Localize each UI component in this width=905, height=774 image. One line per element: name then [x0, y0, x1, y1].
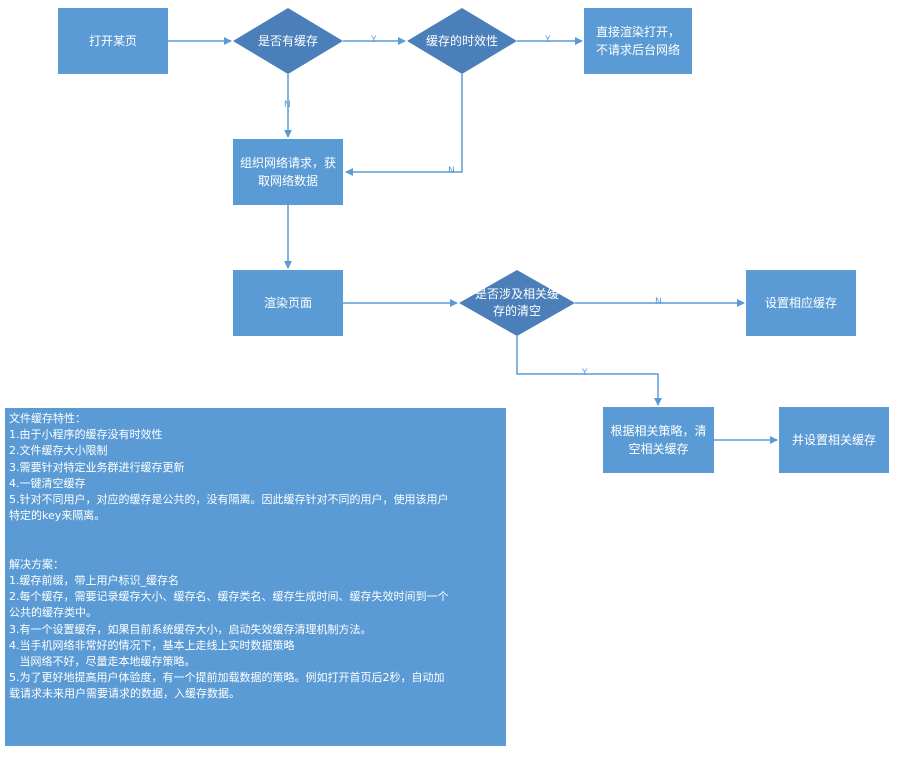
note-line: 特定的key来隔离。: [9, 509, 106, 523]
note-line: [9, 541, 502, 557]
decision-has-cache-shape: [233, 8, 343, 74]
edge-label-cache-no: N: [284, 100, 291, 110]
decision-cache-clear-label: 是否涉及相关缓存的清空: [474, 287, 559, 318]
edge-label-cache-yes: Y: [371, 35, 377, 45]
note-line: 3.有一个设置缓存，如果目前系统缓存大小，启动失效缓存清理机制方法。: [9, 622, 372, 636]
note-line: 4.一键清空缓存: [9, 476, 86, 490]
decision-cache-validity-shape: [407, 8, 517, 74]
note-line: 2.文件缓存大小限制: [9, 444, 108, 458]
node-open-page: 打开某页: [58, 8, 168, 74]
edge-label-clear-no: N: [655, 297, 662, 307]
edge-validity-to-fetch: [345, 74, 463, 176]
note-line: 当网络不好，尽量走本地缓存策略。: [9, 655, 196, 669]
note-line: 5.为了更好地提高用户体验度，有一个提前加载数据的策略。例如打开首页后2秒，自动…: [9, 671, 445, 685]
note-line: 1.由于小程序的缓存没有时效性: [9, 428, 163, 442]
edge-label-valid-no: N: [448, 166, 455, 176]
edge-label-valid-yes: Y: [545, 35, 551, 45]
node-clear-by-strategy: 根据相关策略，清空相关缓存: [603, 407, 714, 473]
note-line: 5.针对不同用户，对应的缓存是公共的，没有隔离。因此缓存针对不同的用户，使用该用…: [9, 493, 449, 507]
node-fetch-network: 组织网络请求，获取网络数据: [233, 139, 343, 205]
note-line: 解决方案：: [9, 557, 64, 571]
notes-panel: 文件缓存特性： 1.由于小程序的缓存没有时效性 2.文件缓存大小限制 3.需要针…: [5, 408, 506, 746]
note-line: 4.当手机网络非常好的情况下，基本上走线上实时数据策略: [9, 638, 295, 652]
node-set-cache: 设置相应缓存: [746, 270, 856, 336]
edge-clearq-to-strategy: [516, 336, 662, 406]
node-render-direct: 直接渲染打开，不请求后台网络: [584, 8, 692, 74]
note-line: 1.缓存前缀，带上用户标识_缓存名: [9, 574, 179, 587]
note-line: 公共的缓存类中。: [9, 606, 97, 620]
note-line: 载请求未来用户需要请求的数据，入缓存数据。: [9, 687, 240, 701]
decision-cache-clear-shape: [459, 270, 575, 336]
node-set-related-cache: 并设置相关缓存: [779, 407, 889, 473]
note-line: 2.每个缓存，需要记录缓存大小、缓存名、缓存类名、缓存生成时间、缓存失效时间到一…: [9, 590, 449, 604]
edge-label-clear-yes: Y: [582, 368, 588, 378]
node-render-page: 渲染页面: [233, 270, 343, 336]
note-line: 文件缓存特性：: [9, 412, 86, 425]
decision-cache-validity-label: 缓存的时效性: [425, 33, 498, 48]
note-line: [9, 524, 502, 540]
decision-has-cache-label: 是否有缓存: [257, 33, 318, 48]
note-line: 3.需要针对特定业务群进行缓存更新: [9, 460, 185, 474]
